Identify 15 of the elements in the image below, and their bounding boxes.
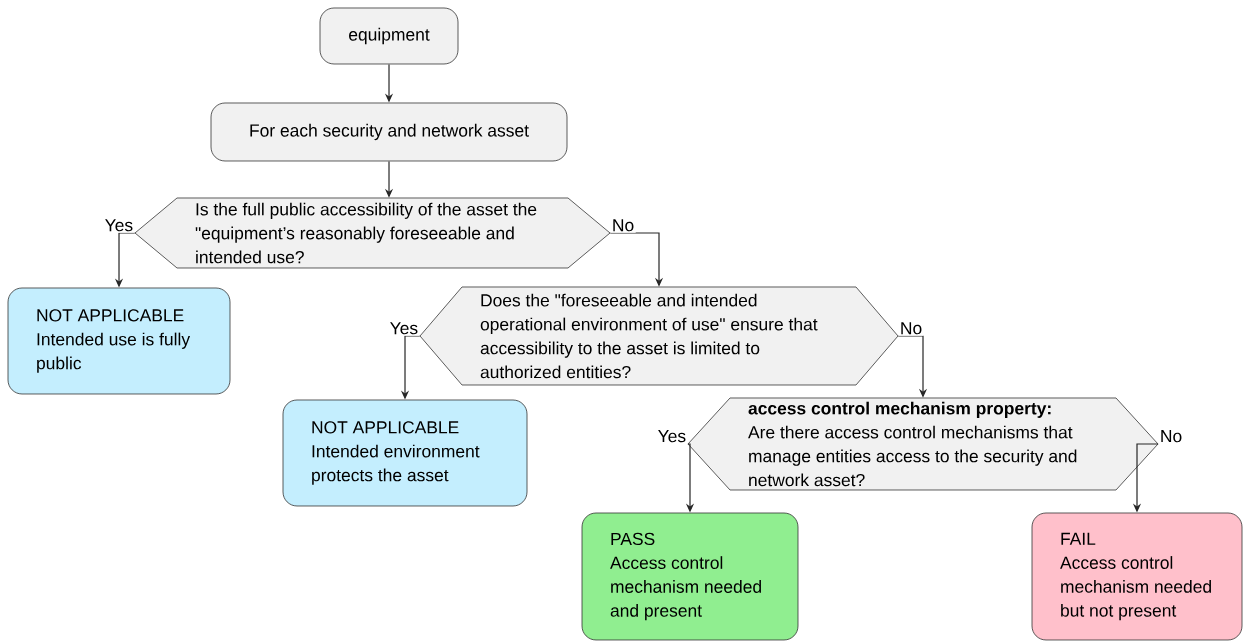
edge-label: No [1158, 428, 1184, 444]
result-box: PASS Access control mechanism needed and present [581, 512, 799, 641]
decision-hexagon: Is the full public accessibility of the asset the "equipment’s reasonably foreseeable and intended use? [134, 197, 611, 269]
edge-label: No [610, 217, 636, 233]
decision-hexagon: Does the "foreseeable and intended operational environment of use" ensure that accessibility to the asset is limited to authorized entities? [419, 286, 899, 386]
edge-label: Yes [656, 428, 688, 444]
edge-label: Yes [388, 320, 420, 336]
decision-hexagon: access control mechanism property: Are there access control mechanisms that manage entities access to the security and network asset? [687, 397, 1159, 491]
result-box: NOT APPLICABLE Intended environment protects the asset [282, 399, 528, 507]
start-box: equipment [319, 7, 459, 65]
edge-label: No [898, 320, 924, 336]
edge-label: Yes [103, 217, 135, 233]
result-box: NOT APPLICABLE Intended use is fully public [7, 287, 231, 395]
process-box: For each security and network asset [210, 102, 568, 162]
result-box: FAIL Access control mechanism needed but not present [1031, 512, 1243, 641]
